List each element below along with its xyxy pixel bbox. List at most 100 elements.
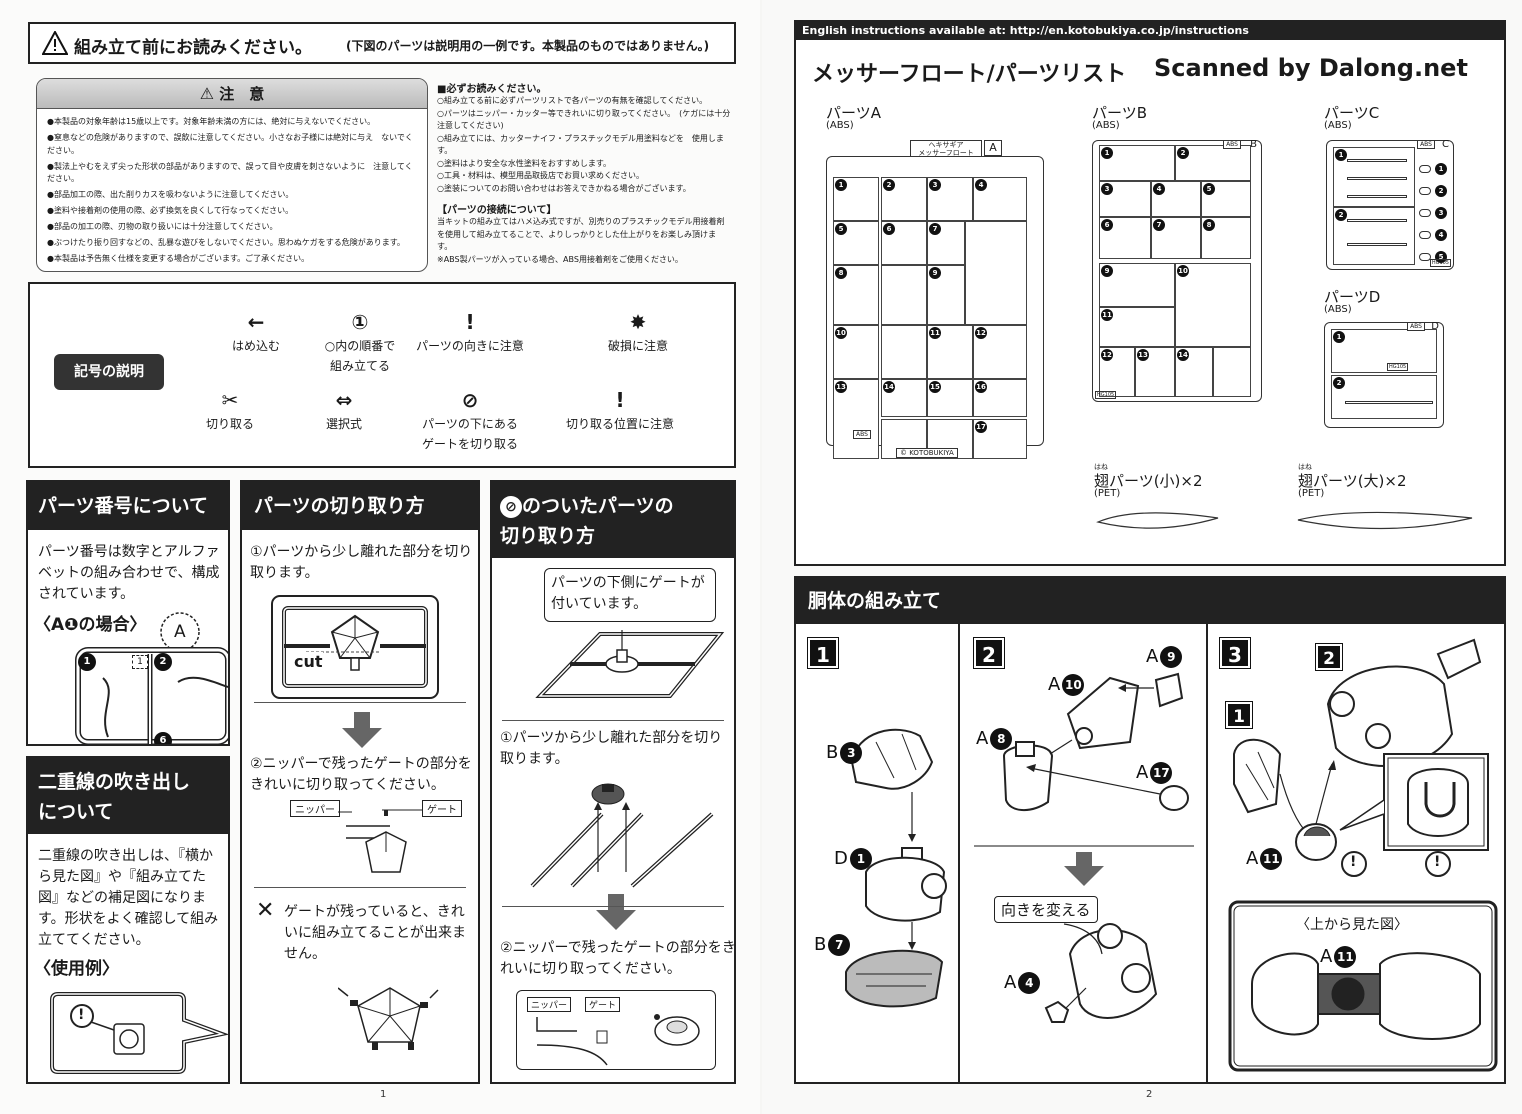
symbol-label-2: 組み立てる [329, 359, 390, 373]
caution-title-bar: ⚠ 注 意 [37, 79, 427, 109]
wing-large-ruby: はね [1298, 463, 1312, 471]
part-number-badge: 2 [883, 179, 895, 191]
wing-small-shape [1096, 512, 1219, 529]
gate-icon: ⊘ [500, 495, 522, 518]
parts-list-panel: English instructions available at: http:… [794, 20, 1506, 566]
cut-diagram [271, 595, 439, 699]
part-number-badge: 1 [1435, 163, 1447, 175]
symbol-icon: ⊘ [461, 388, 479, 412]
partD-name: パーツD [1324, 288, 1381, 306]
partA-material: (ABS) [826, 120, 854, 131]
num-1: 1 [78, 653, 96, 671]
callout-letter: B [826, 742, 839, 763]
partB-name: パーツB [1092, 104, 1147, 122]
part-number-badge: 9 [929, 267, 941, 279]
connection-text: 当キットの組み立てはハメ込み式ですが、別売りのプラスチックモデル用接着剤を使用し… [437, 217, 725, 251]
caution-icon: ⚠ [199, 84, 215, 103]
callout-letter: A [1146, 646, 1159, 667]
arrow-down-icon [342, 712, 382, 748]
part-number-badge: 4 [1153, 183, 1165, 195]
symbol-label: 切り取る [205, 417, 254, 431]
part-number-badge: 3 [1435, 207, 1447, 219]
part-number-badge: 9 [1101, 265, 1113, 277]
double-line-panel: 二重線の吹き出し について 二重線の吹き出しは、『横から見た図』や『組み立てた図… [26, 756, 230, 1084]
parts-list-title: メッサーフロート/パーツリスト [812, 62, 1127, 87]
sprue-cell [1175, 263, 1251, 347]
divider [254, 887, 466, 888]
callout-letter: B [814, 934, 827, 955]
cutting-panel: パーツの切り取り方 ①パーツから少し離れた部分を切り取ります。 cut ②ニッパ… [240, 480, 480, 1084]
ng-mark: ✕ [256, 898, 275, 923]
part-number-badge: 1 [1101, 147, 1113, 159]
double-line-title-2: について [38, 801, 114, 823]
nipper-label: ニッパー [290, 800, 340, 817]
abs-mark: ABS [853, 430, 871, 439]
part-number-badge: 12 [1101, 349, 1113, 361]
part-number-example: 〈A❶の場合〉 [34, 615, 147, 635]
callout-letter: A [1048, 674, 1061, 695]
symbol-item: !切り取る位置に注意 [550, 386, 690, 434]
mark-1: ! [1350, 854, 1357, 870]
divider [502, 720, 724, 721]
symbol-label: 選択式 [325, 417, 362, 431]
wing-large-name: 翅パーツ(大)×2 [1298, 472, 1407, 490]
code-mark: HG105 [1387, 363, 1409, 371]
partA-tag: ヘキサギア メッサーフロート [910, 140, 982, 157]
warning-header: 組み立て前にお読みください。 (下図のパーツは説明用の一例です。本製品のものでは… [28, 22, 736, 64]
part-shape [1419, 231, 1431, 239]
divider [254, 702, 466, 703]
must-read-item: ○塗装についてのお問い合わせはお答えできかねる場合がございます。 [437, 183, 691, 193]
callout-number: 9 [1160, 646, 1183, 668]
part-number-badge: 17 [975, 421, 987, 433]
symbol-item: ⇔選択式 [274, 386, 414, 434]
rod-part [1345, 401, 1433, 404]
part-shape [1419, 187, 1431, 195]
part-number-badge: 10 [1177, 265, 1189, 277]
symbol-icon: ① [351, 310, 369, 334]
symbol-icon: ✂ [221, 388, 239, 412]
gate-label: ゲート [422, 800, 462, 817]
part-number-badge: 12 [975, 327, 987, 339]
caution-item: ●窒息などの危険がありますので、誤飲に注意してください。小さなお子様には絶対に与… [47, 133, 413, 155]
caution-item: ●部品加工の際、出た削りカスを吸わないように注意してください。 [47, 190, 294, 199]
callout-letter: A [1136, 762, 1149, 783]
connection-title: 【パーツの接続について】 [437, 205, 557, 216]
step3-panel: 3 2 1 [1208, 624, 1504, 1082]
turn-label: 向きを変える [994, 896, 1098, 923]
wing-large-shape [1297, 511, 1473, 530]
partA-tag-1: ヘキサギア [928, 141, 964, 149]
sprue-cell [1331, 329, 1437, 373]
caution-item: ●本製品の対象年齢は15歳以上です。対象年齢未満の方には、絶対に与えないでくださ… [47, 117, 376, 126]
gate-parts-panel: ⊘のついたパーツの 切り取り方 パーツの下側にゲートが付いています。 ①パーツか… [490, 480, 736, 1084]
step2-diagram [974, 672, 1194, 1023]
caution-panel: ⚠ 注 意 ●本製品の対象年齢は15歳以上です。対象年齢未満の方には、絶対に与え… [36, 78, 428, 272]
symbol-label: パーツの向きに注意 [416, 339, 524, 353]
caution-title: 注 意 [219, 85, 265, 103]
scanned-label: Scanned by Dalong.net [1154, 54, 1468, 82]
gate-step2: ②ニッパーで残ったゲートの部分をきれいに切り取ってください。 [500, 940, 736, 977]
must-read-item: ○組み立てる前に必ずパーツリストで各パーツの有無を確認してください。 [437, 96, 708, 105]
must-read-item: ○パーツはニッパー・カッター等できれいに切り取ってください。 (ケガには十分注意… [437, 108, 731, 131]
gate-parts-title-2: 切り取り方 [500, 525, 596, 547]
part-number-badge: 8 [835, 267, 847, 279]
part-shape [1419, 253, 1431, 261]
double-line-text: 二重線の吹き出しは、『横から見た図』や『組み立てた図』などの補足図になります。形… [38, 848, 219, 948]
page-number: 1 [380, 1089, 387, 1100]
gate-bubble: パーツの下側にゲートが付いています。 [544, 568, 716, 622]
warning-title: 組み立て前にお読みください。 [74, 38, 312, 58]
cut-label: cut [294, 652, 323, 671]
callout-number: 8 [990, 728, 1013, 750]
partD-material: (ABS) [1324, 304, 1352, 315]
part-number-badge: 14 [883, 381, 895, 393]
callout-letter: A [1320, 946, 1333, 967]
sprue-cell [965, 221, 1027, 325]
part-number-badge: 3 [929, 179, 941, 191]
must-read-item: ○塗料はより安全な水性塗料をおすすめします。 [437, 158, 612, 168]
symbol-label-2: ゲートを切り取る [421, 437, 518, 451]
